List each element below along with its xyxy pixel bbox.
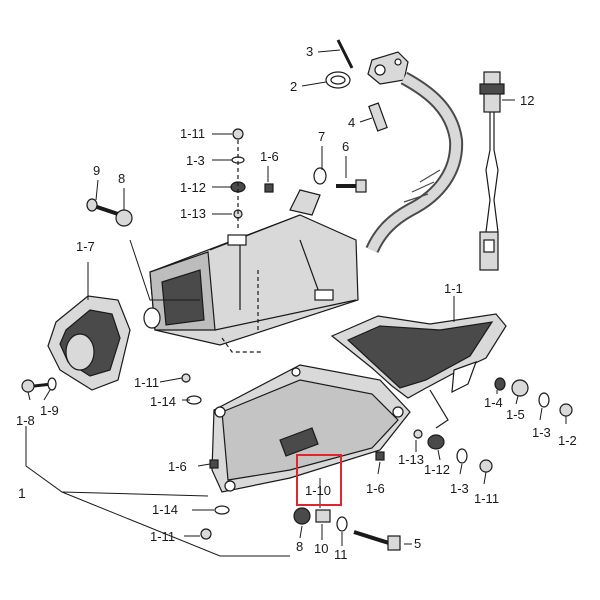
callout-1-3-right: 1-3: [532, 425, 551, 440]
callout-4: 4: [348, 115, 356, 130]
callout-1-11-top: 1-11: [180, 126, 206, 141]
callout-1-10: 1-10: [305, 483, 332, 498]
callout-1-11-mid: 1-11: [134, 375, 160, 390]
callout-1-11-right: 1-11: [474, 491, 500, 506]
callout-7: 7: [318, 129, 326, 144]
callout-1-12-low: 1-12: [424, 462, 451, 477]
callout-1-4: 1-4: [484, 395, 503, 410]
fasteners: [21, 39, 573, 551]
callout-1-5: 1-5: [506, 407, 525, 422]
end-cap: [47, 295, 131, 391]
heat-shield: [211, 364, 411, 493]
callout-1-14-low: 1-14: [152, 502, 179, 517]
callout-1-6-top: 1-6: [260, 149, 279, 164]
callout-10: 10: [314, 541, 329, 556]
callout-12: 12: [520, 93, 535, 108]
muffler-body: [143, 189, 359, 353]
callout-9: 9: [93, 163, 101, 178]
oxygen-sensor: [479, 71, 505, 271]
callout-1-2: 1-2: [558, 433, 577, 448]
callout-1-12-top: 1-12: [180, 180, 207, 195]
callout-1-3-top: 1-3: [186, 153, 205, 168]
callout-1-9: 1-9: [40, 403, 59, 418]
callout-1-6-low: 1-6: [366, 481, 385, 496]
leader-lines: [25, 49, 567, 557]
callout-6: 6: [342, 139, 350, 154]
callout-1-14-mid: 1-14: [150, 394, 177, 409]
upper-cover: [330, 313, 507, 429]
callout-11: 11: [334, 547, 348, 562]
highlight-box-1-10: [296, 454, 342, 506]
callout-1-1: 1-1: [444, 281, 463, 296]
callout-1-3-low: 1-3: [450, 481, 469, 496]
callout-3: 3: [306, 44, 314, 59]
callout-1-7: 1-7: [76, 239, 95, 254]
callout-2: 2: [290, 79, 298, 94]
exhaust-pipe: [365, 51, 464, 254]
callout-1: 1: [18, 485, 26, 501]
callout-1-13-low: 1-13: [398, 452, 425, 467]
callout-1-8: 1-8: [16, 413, 35, 428]
callout-8-top: 8: [118, 171, 126, 186]
callout-1-11-low: 1-11: [150, 529, 176, 544]
callout-1-6-mid: 1-6: [168, 459, 187, 474]
callout-1-13-top: 1-13: [180, 206, 207, 221]
callout-5: 5: [414, 536, 422, 551]
callout-8-low: 8: [296, 539, 304, 554]
